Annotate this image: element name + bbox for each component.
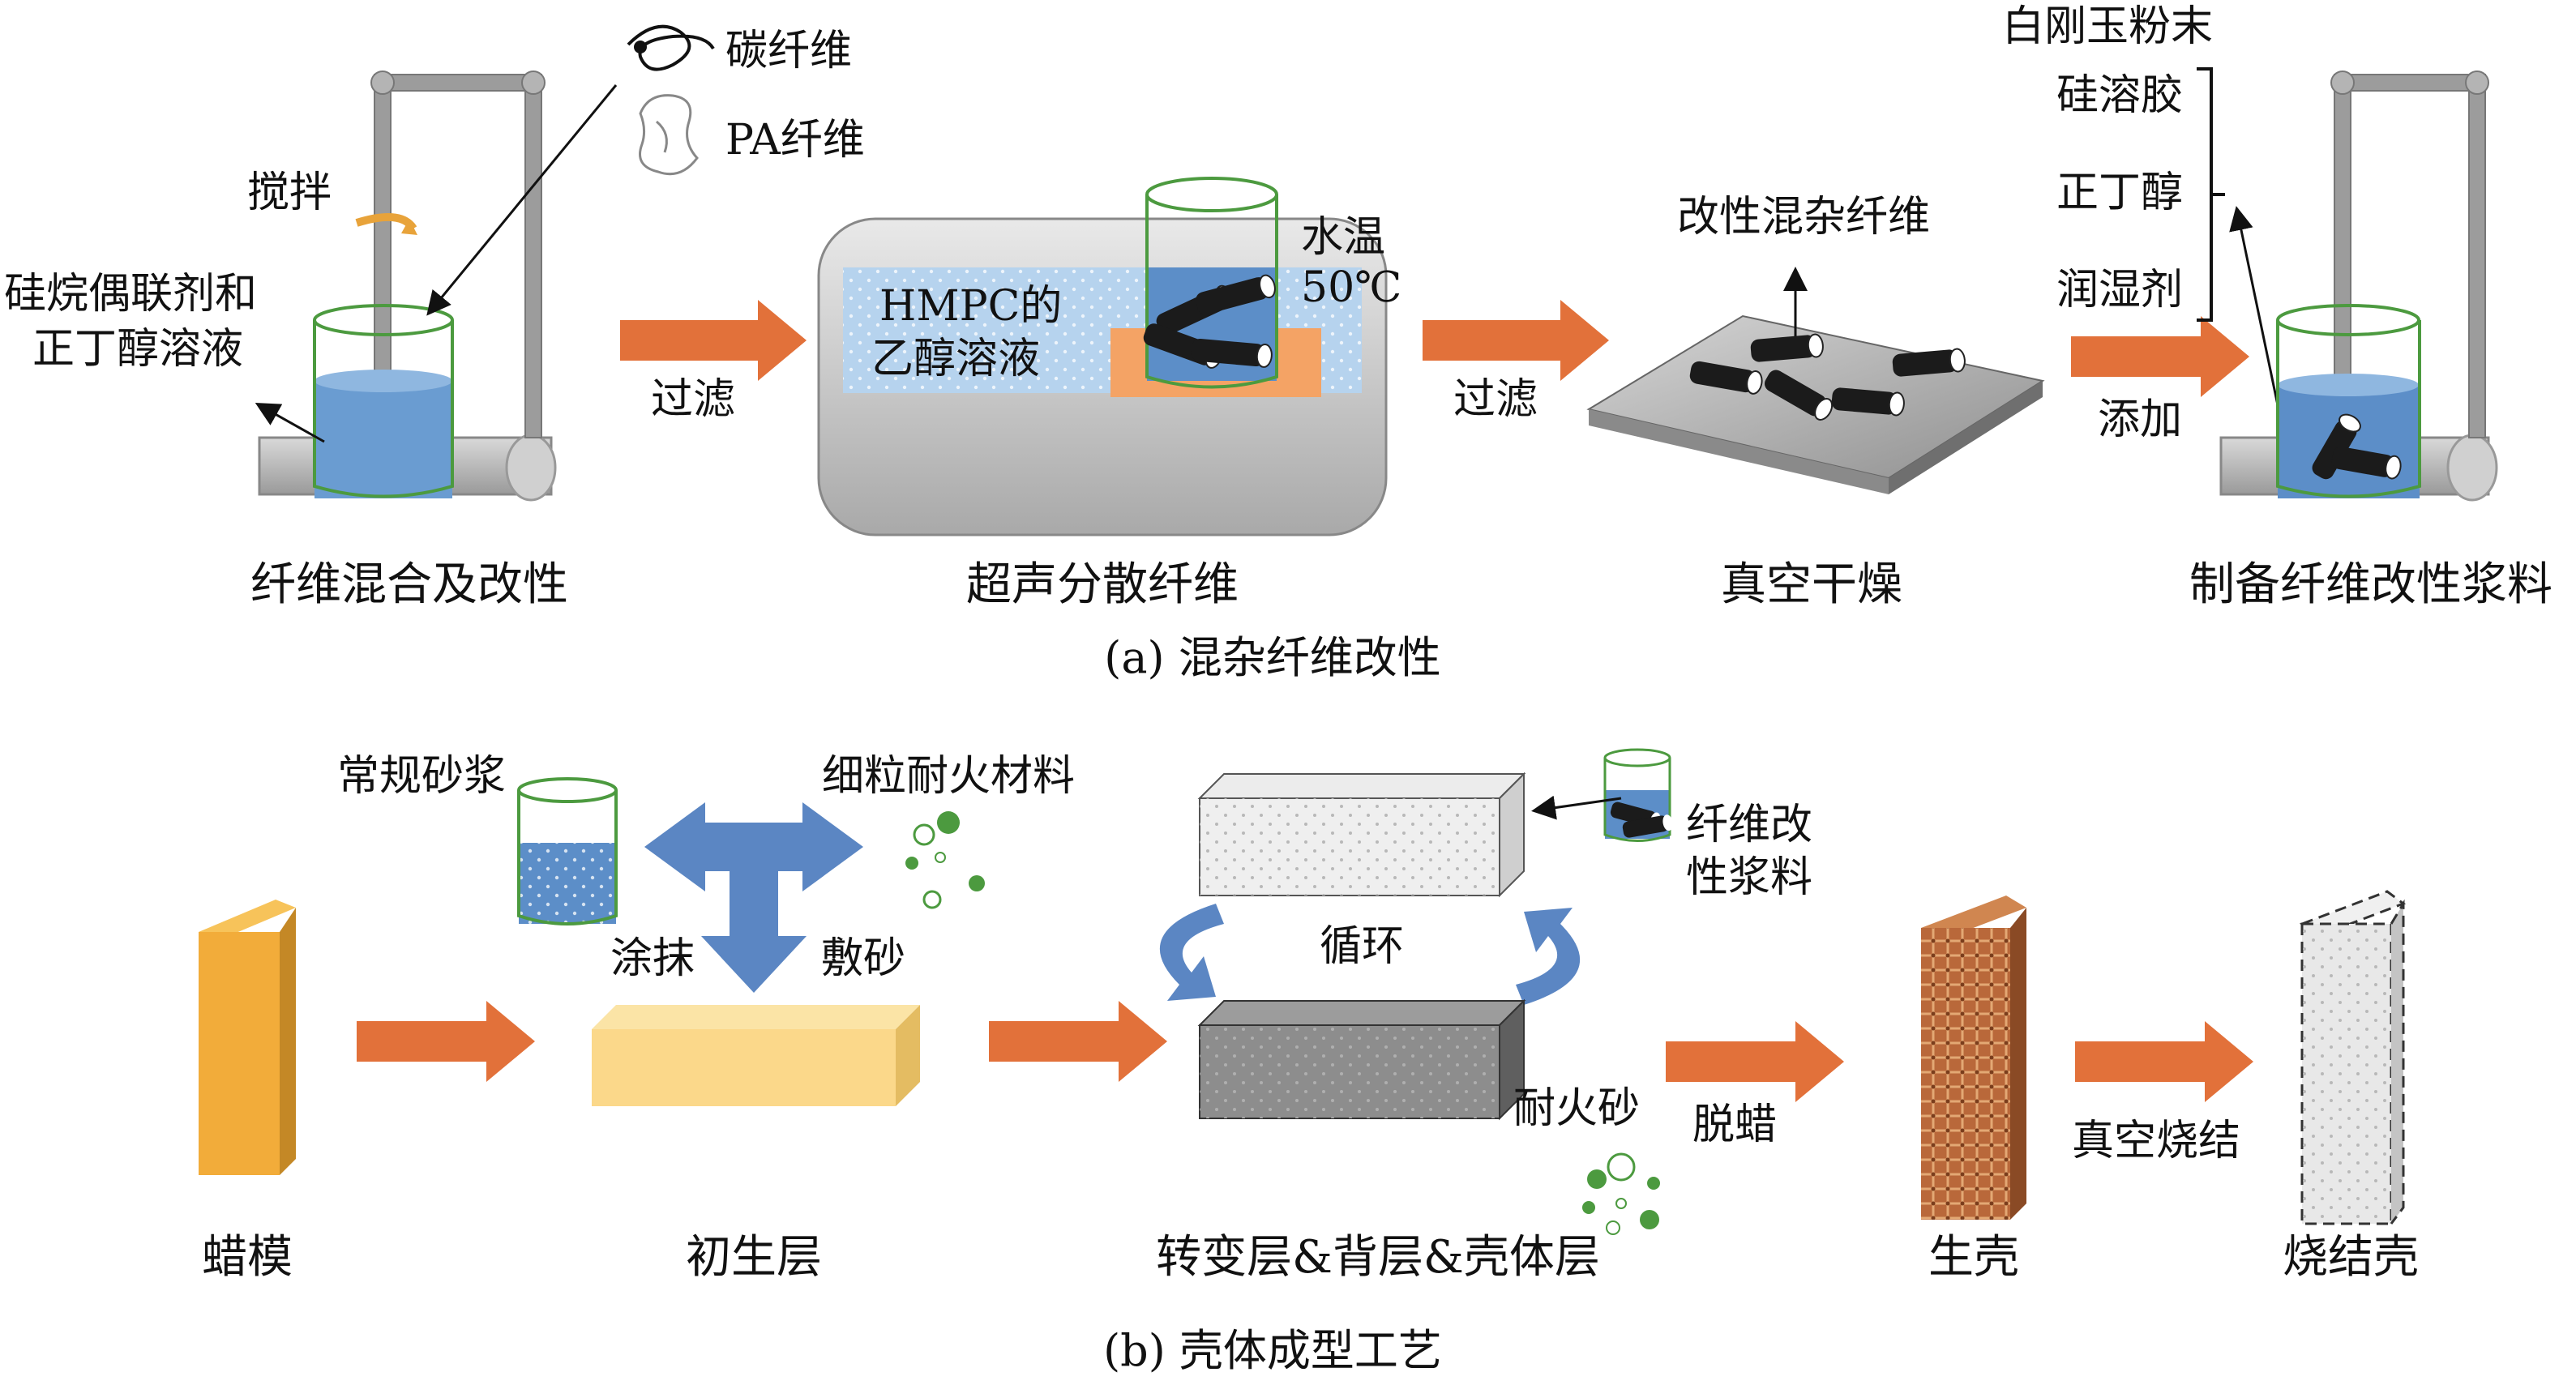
dewax-label: 脱蜡 [1692,1101,1777,1149]
panel-b-caption: (b) 壳体成型工艺 [1103,1325,1442,1376]
pa-fiber-label: PA纤维 [725,116,865,165]
wetting-agent-label: 润湿剂 [2056,266,2183,314]
sand-label: 敷砂 [821,934,905,983]
process-arrow-7 [2075,1021,2253,1102]
arrow1-label: 过滤 [651,375,735,424]
ultrasonic-tank [817,177,1388,536]
process-arrow-5 [989,1001,1167,1082]
stirrer-apparatus-1 [258,71,557,502]
initial-layer-label: 初生层 [686,1231,822,1284]
butanol-label: 正丁醇 [2056,169,2183,217]
refractory-sand-label: 耐火砂 [1513,1084,1640,1133]
slurry-coated-block [1197,772,1526,898]
arrow2-label: 过滤 [1453,375,1538,424]
coat-label: 涂抹 [610,934,695,983]
slurry-label-line1: 纤维改 [1686,801,1812,849]
panel-a-caption: (a) 混杂纤维改性 [1104,632,1441,683]
refractory-sand-icon [1582,1152,1660,1235]
fine-refractory-label: 细粒耐火材料 [822,752,1075,801]
ingredient-bracket [2197,67,2225,322]
stirrer-apparatus-2 [2219,71,2498,502]
process-arrow-6 [1666,1021,1844,1102]
silica-sol-label: 硅溶胶 [2056,71,2183,120]
step3-title: 真空干燥 [1721,558,1902,611]
fiber-bundle-icon [1143,274,1276,369]
temp-label-line2: 50℃ [1301,263,1401,312]
initial-layer-block [592,1005,920,1106]
process-arrow-2 [1423,300,1609,381]
carbon-fiber-icon [627,24,715,71]
coating-t-arrow [644,802,863,993]
cycle-label: 循环 [1320,922,1404,971]
bath-label-line2: 乙醇溶液 [871,335,1040,383]
vacuum-sinter-label: 真空烧结 [2072,1117,2240,1165]
mortar-label: 常规砂浆 [337,752,506,801]
green-shell-label: 生壳 [1928,1231,2019,1284]
process-arrow-4 [357,1001,535,1082]
stir-label: 搅拌 [247,169,332,217]
step2-title: 超声分散纤维 [966,558,1239,611]
sintered-shell [2299,890,2407,1225]
cycle-arrow-right [1516,908,1581,1005]
step1-title: 纤维混合及改性 [250,558,568,611]
slurry-label-line2: 性浆料 [1686,853,1812,902]
refractory-particles-icon [905,811,985,909]
cycle-arrow-left [1159,904,1224,1001]
corundum-powder-label: 白刚玉粉末 [2002,2,2213,51]
carbon-fiber-label: 碳纤维 [725,27,852,75]
wax-label: 蜡模 [202,1231,293,1284]
process-arrow-3 [2071,316,2249,397]
shell-layers-block [1197,998,1526,1121]
step4-title: 制备纤维改性浆料 [2189,558,2552,611]
wax-pattern [199,900,296,1175]
green-shell [1921,896,2026,1220]
sintered-shell-label: 烧结壳 [2283,1231,2419,1284]
solution-label-line1: 硅烷偶联剂和 [4,270,257,318]
process-arrow-1 [620,300,807,381]
solution-label-line2: 正丁醇溶液 [32,325,243,374]
modified-fiber-label: 改性混杂纤维 [1677,193,1930,242]
layers-label: 转变层&背层&壳体层 [1156,1231,1600,1284]
fiber-slurry-beaker [1603,748,1673,842]
arrow3-label: 添加 [2098,395,2182,444]
mortar-beaker [517,777,618,925]
pa-fiber-icon [639,94,699,176]
temp-label-line1: 水温 [1301,213,1385,262]
bath-label-line1: HMPC的 [879,282,1062,331]
modified-fiber-icon [1689,333,1966,421]
